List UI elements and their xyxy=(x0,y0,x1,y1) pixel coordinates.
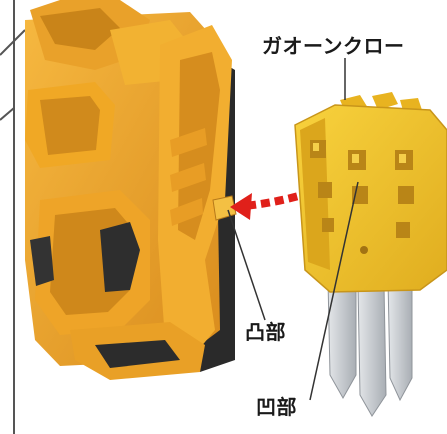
toy-body xyxy=(25,0,237,380)
gaoon-claw xyxy=(294,92,447,417)
concave-part-label: 凹部 xyxy=(256,395,297,419)
attach-arrow xyxy=(230,174,352,220)
leader-lines xyxy=(227,58,359,401)
frame-lines xyxy=(0,0,26,434)
convex-part-label: 凸部 xyxy=(245,320,286,344)
claw-part-label: ガオーンクロー xyxy=(262,34,405,58)
